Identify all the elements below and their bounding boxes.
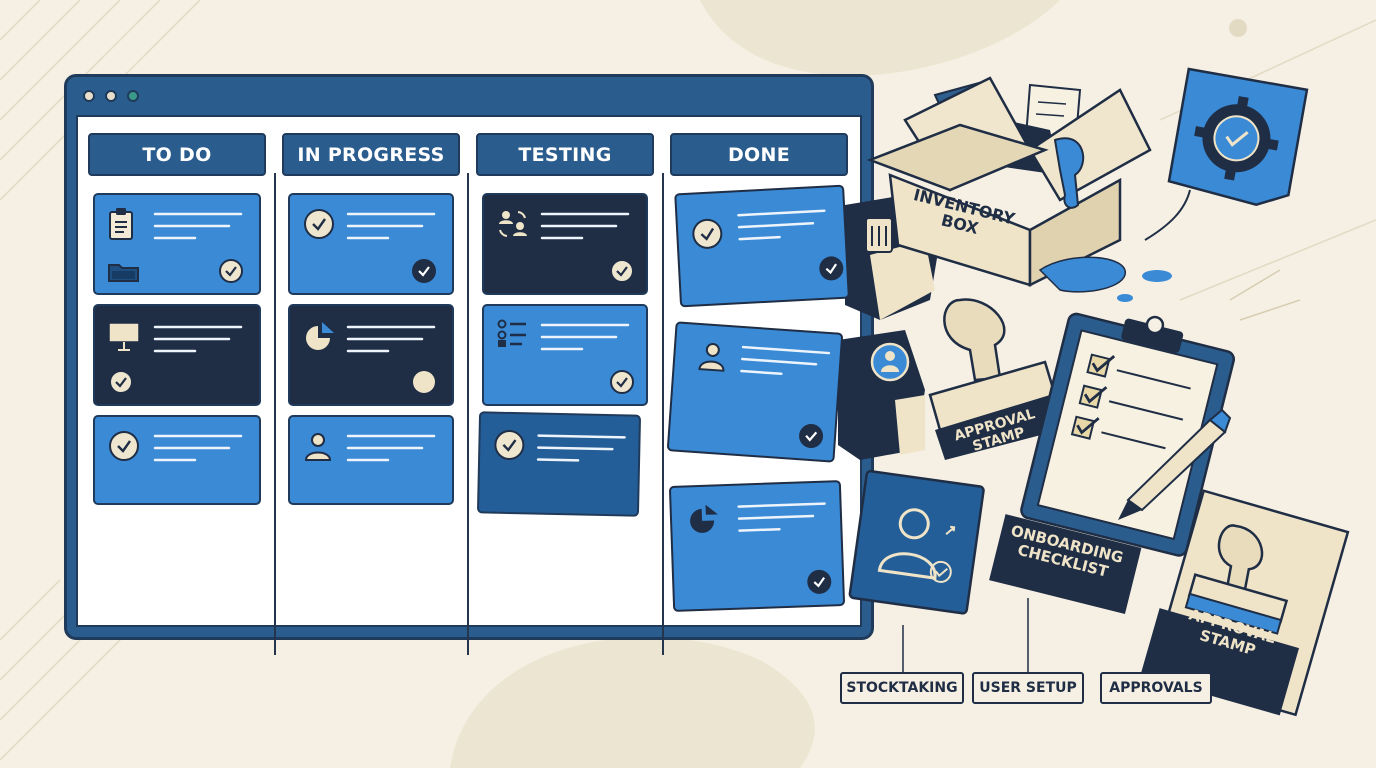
- window-dot-3[interactable]: [127, 90, 139, 102]
- kanban-board: TO DO IN PROGRESS TESTING DONE: [76, 115, 862, 655]
- onboarding-clipboard-illustration: [1020, 312, 1236, 557]
- clipboard-icon: [109, 208, 133, 240]
- task-card[interactable]: [93, 415, 261, 505]
- text-lines: [153, 212, 243, 240]
- task-card[interactable]: [93, 304, 261, 406]
- task-card[interactable]: [288, 415, 454, 505]
- user-badge-card: [848, 469, 985, 615]
- user-avatar-icon: [870, 342, 910, 382]
- text-lines: [346, 325, 436, 353]
- column-divider: [274, 173, 276, 655]
- list-icon: [497, 319, 526, 347]
- user-icon: [304, 433, 332, 461]
- folder-icon: [108, 264, 139, 282]
- check-badge-icon: [412, 259, 436, 283]
- text-lines: [153, 434, 243, 462]
- status-circle-icon: [413, 371, 435, 393]
- text-lines: [153, 325, 243, 353]
- torn-piece: [895, 395, 925, 455]
- text-lines: [540, 212, 630, 240]
- text-lines: [536, 434, 626, 462]
- done-card-2[interactable]: [667, 321, 843, 463]
- approval-stamp-illustration: [928, 298, 1060, 460]
- presentation-board-icon: [108, 322, 140, 351]
- window-dot-1[interactable]: [83, 90, 95, 102]
- user-setup-label[interactable]: USER SETUP: [972, 672, 1084, 704]
- pencil-icon: [1118, 408, 1232, 520]
- pie-chart-icon: [306, 322, 334, 350]
- check-circle-icon: [219, 259, 243, 283]
- done-card-1[interactable]: [674, 184, 850, 308]
- column-header-in-progress[interactable]: IN PROGRESS: [282, 133, 460, 176]
- task-card[interactable]: [476, 411, 642, 517]
- column-header-testing[interactable]: TESTING: [476, 133, 654, 176]
- text-lines: [540, 323, 630, 351]
- connector-lines: [902, 598, 1158, 672]
- torn-piece: [870, 240, 935, 320]
- stocktaking-label[interactable]: STOCKTAKING: [840, 672, 964, 704]
- window-dot-2[interactable]: [105, 90, 117, 102]
- check-circle-icon: [109, 431, 139, 461]
- check-circle-icon: [304, 209, 334, 239]
- column-divider: [662, 173, 664, 655]
- task-card[interactable]: [288, 193, 454, 295]
- gear-badge-icon: [1167, 67, 1309, 207]
- approvals-label[interactable]: APPROVALS: [1100, 672, 1212, 704]
- users-sync-icon: [499, 211, 527, 237]
- check-circle-icon: [494, 429, 525, 460]
- task-card[interactable]: [482, 193, 648, 295]
- text-lines: [346, 212, 436, 240]
- inventory-box-illustration: [866, 76, 1172, 302]
- task-card[interactable]: [93, 193, 261, 295]
- column-divider: [467, 173, 469, 655]
- onboarding-label-box: [989, 514, 1142, 614]
- task-card[interactable]: [288, 304, 454, 406]
- check-circle-icon: [610, 259, 634, 283]
- text-lines: [346, 434, 436, 462]
- check-circle-icon: [610, 370, 634, 394]
- approval-stamp-card: [1140, 489, 1350, 717]
- done-card-3[interactable]: [669, 480, 845, 612]
- check-circle-icon: [109, 370, 133, 394]
- column-header-todo[interactable]: TO DO: [88, 133, 266, 176]
- column-header-done[interactable]: DONE: [670, 133, 848, 176]
- task-card[interactable]: [482, 304, 648, 406]
- trash-icon: [865, 217, 893, 253]
